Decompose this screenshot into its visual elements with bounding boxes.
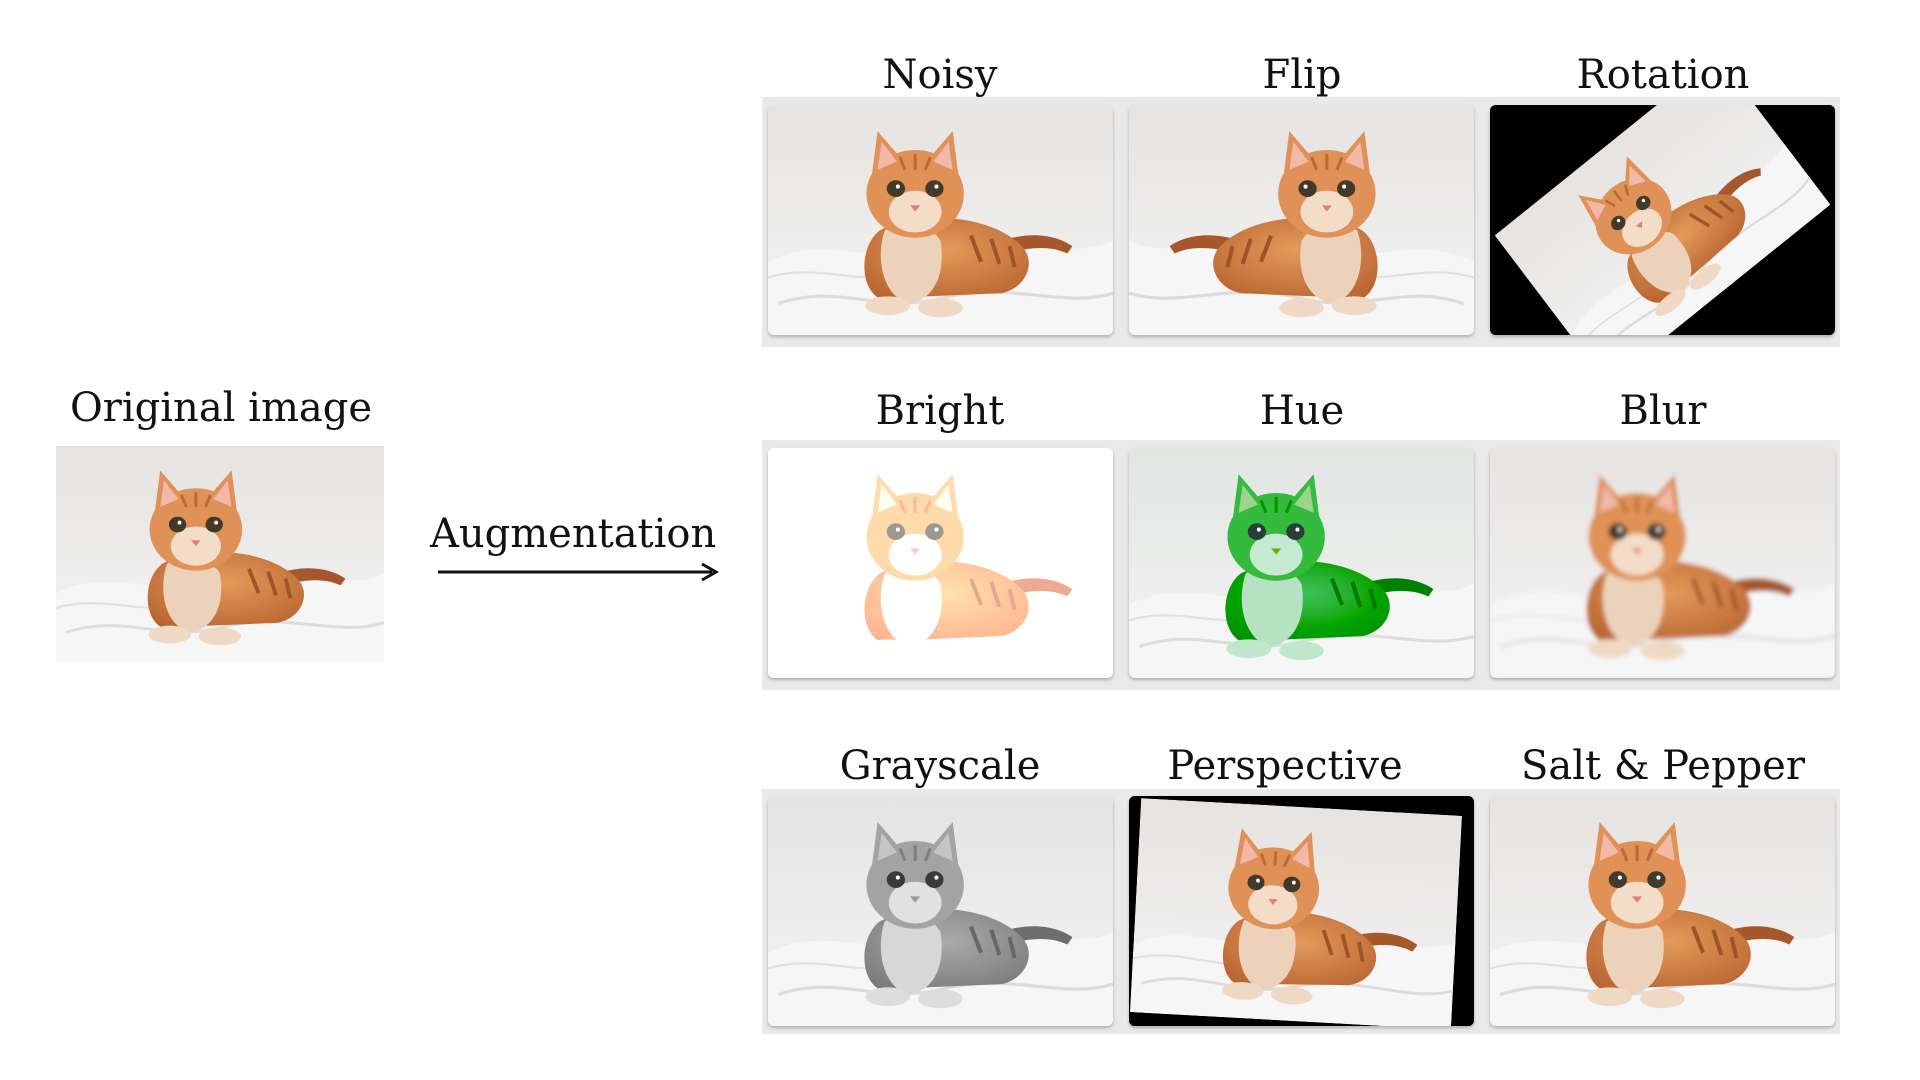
title-noisy: Noisy	[882, 52, 998, 98]
original-image-title: Original image	[69, 385, 373, 431]
image-perspective	[1129, 796, 1474, 1026]
augmentation-label: Augmentation	[430, 511, 717, 557]
title-bright: Bright	[875, 388, 1005, 434]
title-rotation: Rotation	[1576, 52, 1750, 98]
title-salt-pepper: Salt & Pepper	[1521, 743, 1805, 789]
title-hue: Hue	[1259, 388, 1345, 434]
image-hue	[1129, 448, 1474, 678]
image-grayscale	[768, 796, 1113, 1026]
augmentation-arrow-icon	[438, 562, 720, 582]
image-rotation	[1490, 105, 1835, 335]
image-bright	[768, 448, 1113, 678]
image-flip	[1129, 105, 1474, 335]
image-noisy	[768, 105, 1113, 335]
title-perspective: Perspective	[1167, 743, 1403, 789]
title-grayscale: Grayscale	[839, 743, 1041, 789]
title-flip: Flip	[1262, 52, 1342, 98]
image-salt-pepper	[1490, 796, 1835, 1026]
original-image	[56, 446, 384, 662]
image-blur	[1490, 448, 1835, 678]
title-blur: Blur	[1619, 388, 1707, 434]
